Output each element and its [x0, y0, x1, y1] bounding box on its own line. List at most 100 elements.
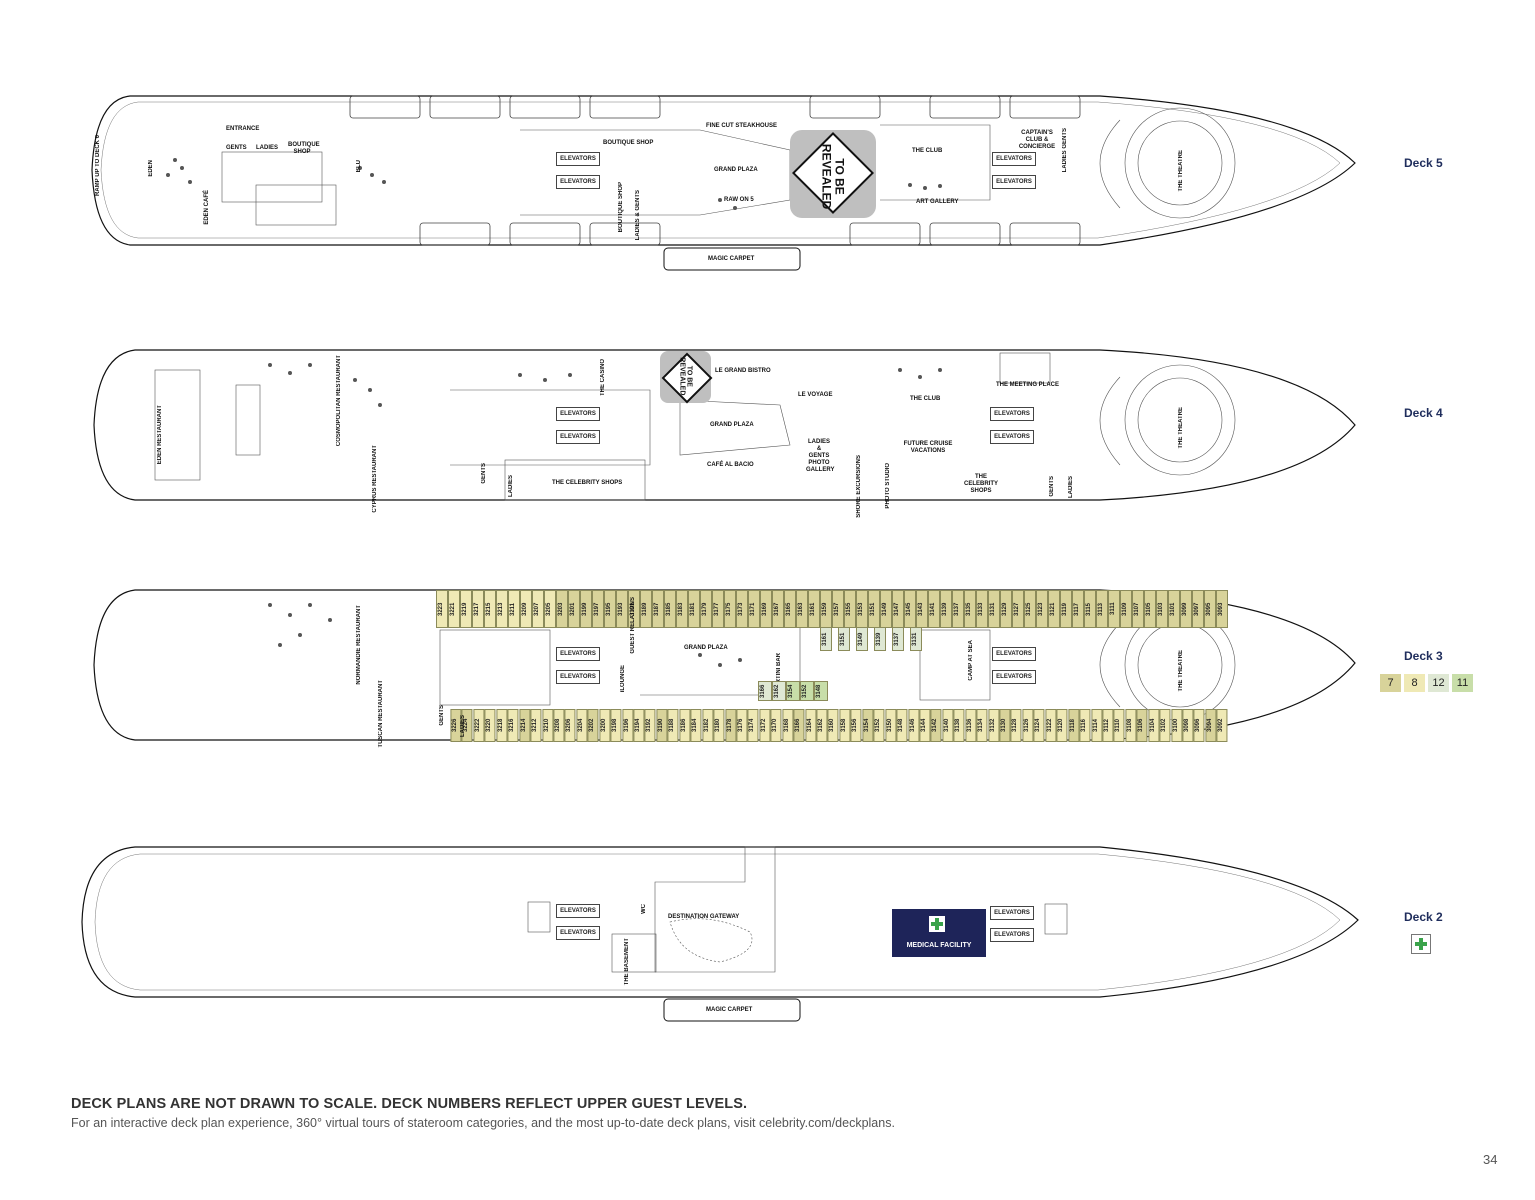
deck-4: Deck 4 EDEN RESTAURANT COSMOPOLITAN REST… — [0, 345, 1535, 518]
medical-cross-icon — [929, 916, 945, 932]
guest-relations-label: GUEST RELATIONS — [630, 597, 636, 654]
cabin-3157: 3157 — [832, 590, 844, 628]
deck-4-hull — [93, 349, 1356, 501]
elevators-4-a: ELEVATORS — [556, 407, 600, 421]
cabin-3195: 3195 — [604, 590, 616, 628]
cabin-3118: 3118 — [1067, 709, 1080, 742]
cabin-3210: 3210 — [541, 709, 553, 742]
cabin-3112: 3112 — [1101, 709, 1114, 742]
le-voyage-label: LE VOYAGE — [798, 392, 833, 398]
cabin-3181: 3181 — [688, 590, 700, 628]
cabin-3161: 3161 — [808, 590, 820, 628]
cabin-3121: 3121 — [1048, 590, 1060, 628]
the-casino-label: THE CASINO — [600, 359, 606, 397]
cabin-3135: 3135 — [964, 590, 976, 628]
cabin-3142: 3142 — [930, 709, 942, 742]
cabin-3193: 3193 — [616, 590, 628, 628]
cabin-3141: 3141 — [928, 590, 940, 628]
elevators-5-a: ELEVATORS — [556, 152, 600, 166]
cabin-3139: 3139 — [874, 627, 886, 651]
cabin-3155: 3155 — [844, 590, 856, 628]
cabin-3199: 3199 — [580, 590, 592, 628]
future-cruise-label: FUTURE CRUISE VACATIONS — [903, 441, 953, 454]
cabin-3102: 3102 — [1159, 709, 1171, 742]
cabin-3160: 3160 — [827, 709, 839, 742]
cabin-3187: 3187 — [652, 590, 664, 628]
cabin-3106: 3106 — [1136, 709, 1148, 742]
gents-label: GENTS — [226, 145, 247, 151]
elevators-3-b: ELEVATORS — [556, 670, 600, 684]
cabin-3173: 3173 — [736, 590, 748, 628]
cabin-3172: 3172 — [758, 709, 771, 742]
fine-cut-label: FINE CUT STEAKHOUSE — [706, 123, 778, 129]
cabin-3166: 3166 — [758, 681, 772, 701]
ladies-label: LADIES — [256, 145, 279, 151]
photo-gallery-label: PHOTO GALLERY — [806, 460, 835, 473]
cabin-3097: 3097 — [1192, 590, 1204, 628]
cabin-3109: 3109 — [1120, 590, 1132, 628]
cabin-3114: 3114 — [1090, 709, 1102, 742]
cabin-3175: 3175 — [724, 590, 736, 628]
cabin-3094: 3094 — [1204, 709, 1217, 742]
deck-5-label: Deck 5 — [1404, 156, 1443, 170]
cabin-3151: 3151 — [868, 590, 880, 628]
destination-gateway-label: DESTINATION GATEWAY — [668, 914, 740, 920]
elevators-5-d: ELEVATORS — [992, 175, 1036, 189]
cabin-3223: 3223 — [436, 590, 448, 628]
elevators-3-a: ELEVATORS — [556, 647, 600, 661]
deck-2-hull — [81, 846, 1359, 1022]
cabin-3143: 3143 — [916, 590, 928, 628]
medical-facility: MEDICAL FACILITY — [892, 909, 986, 957]
ladies-4-label: LADIES — [508, 475, 514, 498]
cabin-3185: 3185 — [664, 590, 676, 628]
cabin-3190: 3190 — [655, 709, 668, 742]
art-gallery-label: ART GALLERY — [916, 199, 959, 205]
ladies-gents-right-label: LADIES GENTS — [1062, 128, 1068, 173]
cabin-3131: 3131 — [988, 590, 1000, 628]
cabin-3221: 3221 — [448, 590, 460, 628]
cabin-3127: 3127 — [1012, 590, 1024, 628]
cabin-3137: 3137 — [952, 590, 964, 628]
cabin-3218: 3218 — [495, 709, 508, 742]
cabin-3110: 3110 — [1113, 709, 1125, 742]
ladies-gents-label: LADIES & GENTS — [635, 190, 641, 241]
cabin-3129: 3129 — [1000, 590, 1012, 628]
celebrity-shops-4-label: THE CELEBRITY SHOPS — [552, 480, 623, 486]
cabin-3152: 3152 — [800, 681, 814, 701]
cabin-3220: 3220 — [484, 709, 496, 742]
cabin-3165: 3165 — [784, 590, 796, 628]
cabin-3215: 3215 — [484, 590, 496, 628]
cabin-3154: 3154 — [861, 709, 874, 742]
cabin-3107: 3107 — [1132, 590, 1144, 628]
elevators-5-c: ELEVATORS — [992, 152, 1036, 166]
boutique-shop-label: BOUTIQUE SHOP — [288, 142, 320, 155]
cabin-3131: 3131 — [910, 627, 922, 651]
cabin-3113: 3113 — [1096, 590, 1108, 628]
cabin-3148: 3148 — [896, 709, 908, 742]
cabin-3144: 3144 — [918, 709, 931, 742]
cabin-3126: 3126 — [1021, 709, 1034, 742]
meeting-place-label: THE MEETING PLACE — [996, 382, 1060, 388]
to-be-revealed-5-text: TO BE REVEALED — [820, 143, 847, 210]
elevators-3-c: ELEVATORS — [992, 647, 1036, 661]
grand-plaza-4-label: GRAND PLAZA — [710, 422, 754, 428]
cabin-3122: 3122 — [1044, 709, 1057, 742]
captains-club-label: CAPTAIN'S CLUB & CONCIERGE — [1018, 130, 1056, 150]
cabin-3149: 3149 — [880, 590, 892, 628]
cabin-3156: 3156 — [850, 709, 862, 742]
cabin-3104: 3104 — [1147, 709, 1160, 742]
cabin-3171: 3171 — [748, 590, 760, 628]
cabin-3128: 3128 — [1010, 709, 1022, 742]
cabin-3093: 3093 — [1216, 590, 1228, 628]
cabin-3192: 3192 — [644, 709, 656, 742]
cabin-3120: 3120 — [1056, 709, 1068, 742]
elevators-4-c: ELEVATORS — [990, 407, 1034, 421]
cabin-3161: 3161 — [820, 627, 832, 651]
medical-facility-label: MEDICAL FACILITY — [906, 942, 972, 949]
cabin-3133: 3133 — [976, 590, 988, 628]
elevators-2-c: ELEVATORS — [990, 906, 1034, 920]
cabin-3212: 3212 — [530, 709, 542, 742]
gents-4r-label: GENTS — [1049, 476, 1055, 497]
cabin-3101: 3101 — [1168, 590, 1180, 628]
